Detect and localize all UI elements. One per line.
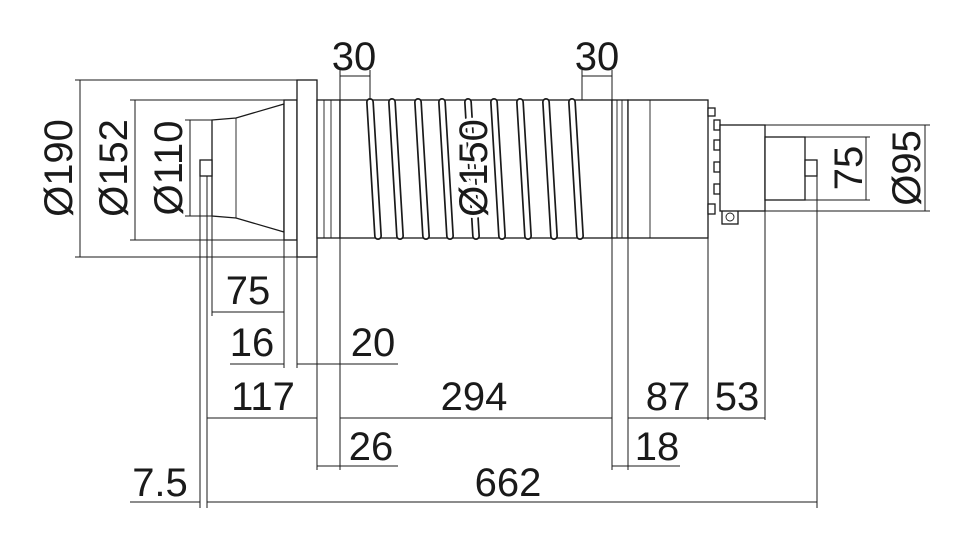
- diameter-190-label: Ø190: [37, 119, 81, 217]
- coil-length-label: 294: [441, 375, 508, 419]
- cooling-coil: [366, 98, 584, 240]
- overall-length-label: 662: [475, 461, 542, 505]
- head-length-label: 87: [646, 375, 691, 419]
- outlet-length-label: 53: [715, 375, 760, 419]
- inlet-nozzle: [211, 103, 285, 233]
- flange-thickness-label: 16: [230, 321, 275, 365]
- motor-head: [627, 99, 709, 239]
- right-diameter-dimensions: [765, 124, 930, 212]
- rear-ring: [611, 99, 629, 239]
- body-start-label: 26: [349, 425, 394, 469]
- collar-width-label: 20: [351, 321, 396, 365]
- main-flange: [296, 79, 318, 258]
- outlet-tip: [804, 159, 818, 177]
- diameter-150-label: Ø150: [452, 119, 496, 217]
- outlet-pipe: [764, 136, 806, 201]
- nozzle-tip: [199, 159, 213, 177]
- inlet-length-label: 117: [231, 375, 295, 419]
- part-outline: [199, 79, 818, 258]
- top-pitch-dimensions: [339, 70, 613, 100]
- pitch-30-left-label: 30: [332, 35, 377, 79]
- diameter-152-label: Ø152: [92, 119, 136, 217]
- offset-label: 7.5: [132, 461, 188, 505]
- diameter-95-label: Ø95: [885, 130, 929, 206]
- bottom-dimension-lines: [130, 311, 817, 503]
- pitch-30-right-label: 30: [575, 35, 620, 79]
- outlet-housing: [719, 124, 766, 212]
- collar: [316, 99, 341, 239]
- rear-ring-label: 18: [635, 425, 680, 469]
- diameter-110-label: Ø110: [147, 121, 191, 216]
- nozzle-length-label: 75: [226, 269, 271, 313]
- extension-lines: [199, 176, 818, 508]
- mounting-plate: [283, 99, 298, 241]
- diameter-75-label: 75: [827, 146, 871, 191]
